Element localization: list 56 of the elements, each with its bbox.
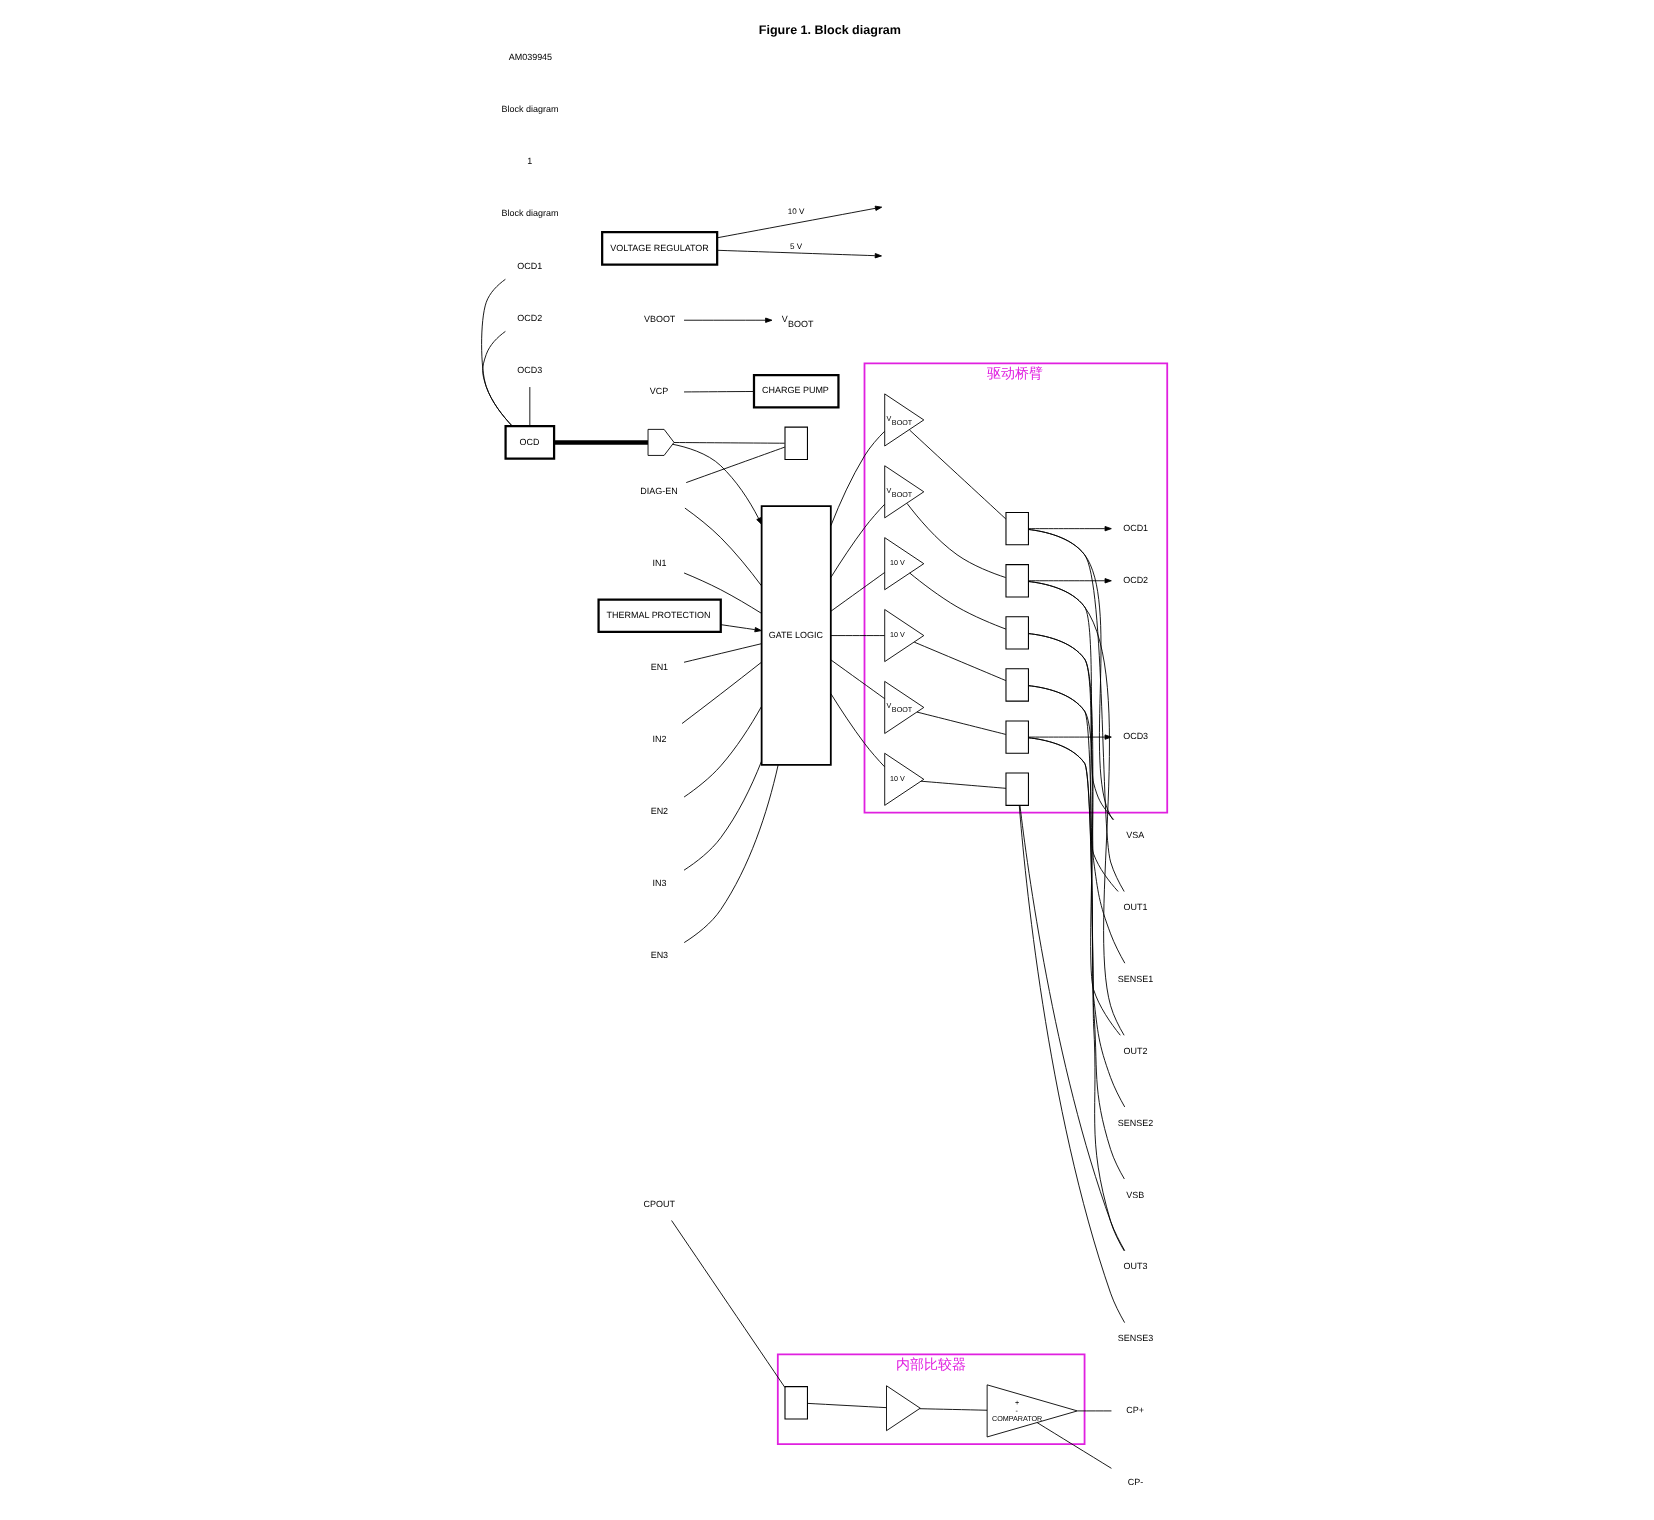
arrow (716, 249, 881, 259)
connector (683, 507, 761, 587)
node-transistor (1004, 720, 1028, 754)
node-gate (646, 428, 674, 456)
connector (670, 1220, 785, 1388)
connector (682, 643, 761, 663)
connector (684, 446, 785, 484)
connector (1027, 633, 1118, 892)
connector (829, 693, 885, 768)
connector (682, 705, 762, 798)
node-transistor (1004, 772, 1028, 806)
connector (1035, 1422, 1111, 1469)
connector (680, 661, 762, 724)
connector (912, 641, 1006, 682)
connector (682, 764, 778, 944)
connector (908, 572, 1006, 630)
arrow (682, 317, 772, 323)
connector (908, 429, 1006, 520)
connector (1027, 529, 1113, 821)
node-transistor (783, 426, 807, 461)
connector (1027, 581, 1124, 1036)
node-transistor (1004, 564, 1028, 598)
connector (905, 502, 1006, 578)
connector (918, 1408, 987, 1411)
connector (1027, 581, 1114, 821)
connector (806, 1402, 886, 1409)
connector (829, 659, 885, 700)
arrow (716, 205, 882, 239)
node-transistor (783, 1386, 807, 1420)
connector (682, 391, 754, 393)
connector (829, 635, 885, 637)
connector (682, 572, 761, 614)
arrow (1027, 734, 1111, 740)
connector (915, 711, 1006, 735)
arrow (671, 443, 761, 525)
arrow (719, 624, 761, 633)
node-transistor (1004, 616, 1028, 650)
connector (829, 503, 885, 578)
connector (829, 572, 885, 612)
node-transistor (1004, 668, 1028, 702)
connector (682, 760, 761, 871)
arrow (1027, 526, 1111, 532)
arrow (1027, 578, 1111, 584)
node-transistor (1004, 511, 1028, 546)
connector (553, 440, 647, 445)
connector (1027, 633, 1125, 964)
connector (1076, 1410, 1111, 1412)
connector (919, 780, 1006, 789)
connector (1027, 529, 1124, 892)
node-triangle (885, 1385, 920, 1432)
connector (481, 330, 512, 427)
connector (1027, 685, 1125, 1108)
connector (528, 386, 530, 427)
connector (829, 430, 884, 527)
connector (480, 278, 512, 427)
connector (672, 442, 785, 444)
